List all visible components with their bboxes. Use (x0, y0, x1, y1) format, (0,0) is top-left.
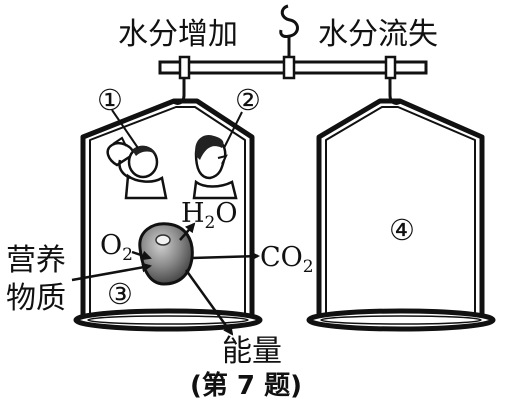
beam-clasp-left (178, 55, 191, 80)
arrow-energy-out (184, 269, 234, 336)
nutrients-label-line2: 物质 (6, 281, 66, 316)
energy-label: 能量 (222, 334, 282, 369)
water-formula-label: H2O (181, 198, 238, 233)
co2-label: CO2 (260, 242, 314, 277)
marker-4-label: ④ (389, 213, 415, 247)
left-pan (80, 98, 255, 318)
oxygen-label: O2 (100, 230, 133, 265)
marker-1-pointer (111, 109, 139, 149)
marker-3-label: ③ (107, 277, 133, 311)
water-loss-label: 水分流失 (318, 17, 438, 52)
arrow-water-out (179, 222, 196, 241)
nutrients-label-line1: 营养 (6, 243, 66, 278)
cell-icon (138, 222, 194, 286)
marker-2-label: ② (235, 83, 261, 117)
beam-clasp-right (384, 55, 397, 80)
drinking-person-icon (106, 136, 168, 200)
beam-clasp-center (282, 55, 296, 80)
water-gain-label: 水分增加 (118, 17, 238, 52)
arrow-oxygen-in (131, 250, 152, 261)
figure-caption: (第 7 题) (190, 371, 302, 401)
right-pan (316, 98, 485, 318)
marker-1-label: ① (97, 83, 123, 117)
arrow-co2-out (191, 251, 260, 262)
breathing-person-icon (192, 134, 238, 200)
arrow-nutrients-in (71, 262, 152, 282)
marker-2-pointer (223, 111, 243, 149)
top-hook-icon (279, 4, 299, 38)
